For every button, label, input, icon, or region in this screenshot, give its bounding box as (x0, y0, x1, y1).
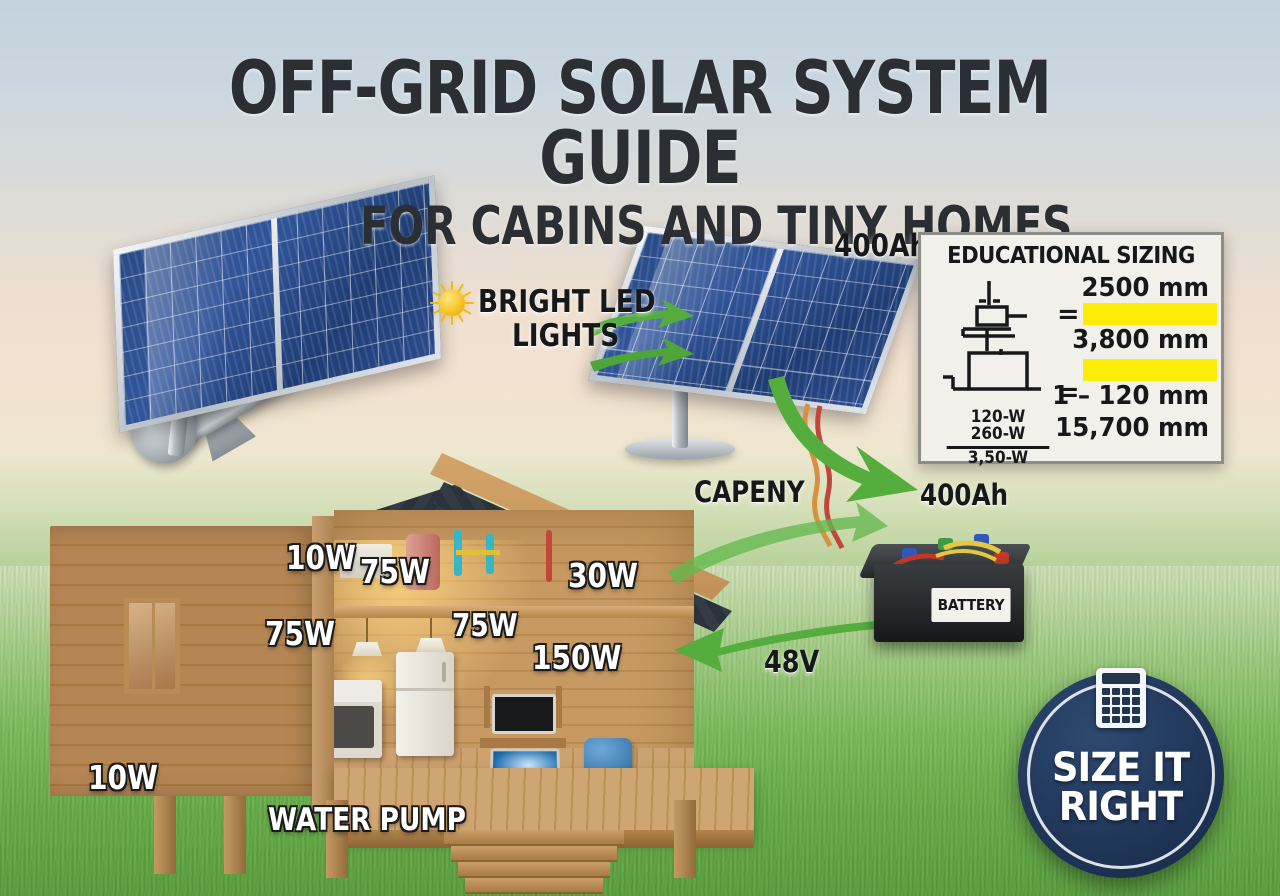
sizing-fraction: 120-W 260-W 3,50-W (945, 407, 1051, 468)
equals-sign-2: = (1057, 377, 1080, 408)
lamp-cord-1 (366, 618, 368, 644)
equals-sign-1: = (1057, 299, 1080, 330)
stilt-1 (154, 796, 176, 874)
arrow-house-curve (668, 502, 888, 584)
cabin-corner-post (312, 516, 338, 806)
sizing-row-1: 2500 mm (1081, 273, 1209, 303)
cabin-interior (334, 510, 694, 810)
stilt-3 (326, 800, 348, 878)
watt-label-fridge: 75W (360, 552, 430, 591)
washing-machine (334, 680, 382, 758)
lamp-cord-2 (430, 618, 432, 640)
refrigerator (396, 652, 454, 756)
battery-name-label: BATTERY (931, 588, 1011, 622)
watt-label-exterior-light: 10W (88, 758, 158, 797)
sizing-heading: EDUCATIONAL SIZING (947, 243, 1195, 269)
voltage-label: 48V (764, 645, 820, 680)
capenny-label: CAPENY (694, 475, 805, 509)
calculator-screen (1102, 673, 1140, 684)
fraction-bar (946, 445, 1050, 449)
title-line-1: OFF-GRID SOLAR SYSTEM GUIDE (228, 46, 1052, 202)
cabin-side-wall (50, 526, 320, 796)
watt-label-window: 30W (568, 556, 638, 595)
page-title: OFF-GRID SOLAR SYSTEM GUIDE FOR CABINS A… (0, 46, 1280, 254)
educational-sizing-box: EDUCATIONAL SIZING (918, 232, 1224, 468)
badge-text: SIZE IT RIGHT (1052, 744, 1190, 830)
water-pump-label: WATER PUMP (268, 802, 466, 838)
arrow-battery-to-house (674, 620, 890, 672)
loft-beam (334, 606, 694, 618)
sizing-row-4: 15,700 mm (1055, 413, 1209, 443)
stilt-2 (224, 796, 246, 874)
watt-label-washer: 75W (265, 614, 335, 653)
tv-table (480, 686, 566, 748)
arrow-house-to-panel (590, 299, 694, 372)
watt-label-ceiling-light: 10W (286, 538, 356, 577)
watt-label-tv: 75W (452, 608, 518, 644)
television (492, 694, 556, 734)
fraction-denominator: 3,50-W (967, 447, 1029, 468)
calculator-keys (1102, 688, 1140, 723)
loft-boiler (406, 534, 440, 590)
arrow-panel-to-battery (768, 376, 918, 502)
bright-led-label-line-2: LIGHTS (512, 318, 620, 354)
porch-steps (444, 830, 624, 896)
pipe-red (546, 530, 552, 582)
bright-led-label-line-1: BRIGHT LED (478, 284, 656, 320)
sizing-row-2: 3,800 mm (1072, 325, 1209, 355)
sizing-row-3: 1 – 120 mm (1052, 381, 1209, 411)
loft-storage-box (340, 544, 392, 578)
sun-icon (430, 281, 474, 325)
badge-line-2: RIGHT (1059, 784, 1183, 830)
fraction-numerator-1: 120-W (970, 407, 1026, 427)
battery-ah-top-label: 400Ah (834, 228, 929, 264)
highlight-bar-2 (1083, 359, 1217, 381)
side-window (124, 598, 180, 694)
battery-terminal-red-1 (994, 552, 1009, 564)
panel-base-ground (625, 438, 735, 460)
highlight-bar-1 (1083, 303, 1217, 325)
sizing-schematic-icon (943, 281, 1041, 391)
fraction-numerator-2: 260-W (970, 424, 1026, 445)
badge-line-1: SIZE IT (1052, 744, 1190, 791)
stilt-4 (674, 800, 696, 878)
battery-bank: BATTERY (858, 530, 1034, 652)
calculator-icon (1096, 668, 1146, 728)
battery-ah-mid-label: 400Ah (920, 478, 1009, 512)
pipe-yellow (456, 550, 500, 555)
cabin-illustration (34, 330, 754, 894)
watt-label-pump: 150W (532, 638, 622, 677)
size-it-right-badge[interactable]: SIZE IT RIGHT (1018, 668, 1224, 878)
sun-disc (439, 290, 465, 316)
